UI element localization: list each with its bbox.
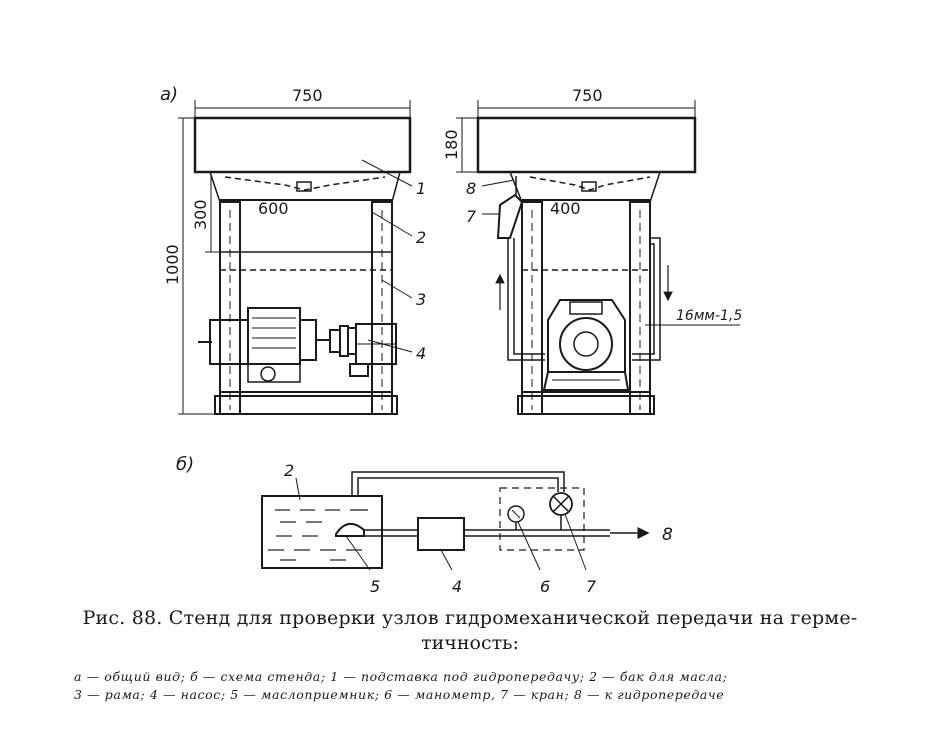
right-inner-dim: 400 bbox=[550, 199, 581, 218]
right-view: 750 180 400 8 7 bbox=[442, 86, 742, 415]
callout-1: 1 bbox=[416, 179, 426, 198]
scheme-label-4: 4 bbox=[452, 577, 462, 596]
oil-tank bbox=[261, 495, 383, 569]
figure-legend-line-2: 3 — рама; 4 — насос; 5 — маслоприемник; … bbox=[74, 687, 725, 702]
pipe-label: 16мм-1,5 bbox=[676, 308, 742, 324]
stand-top bbox=[193, 116, 412, 174]
figure-caption-title-cont: тичность: bbox=[421, 632, 519, 654]
left-view: a) 750 1000 300 600 bbox=[160, 84, 426, 415]
scheme-diagram: б) bbox=[176, 454, 673, 596]
figure-caption-title: Рис. 88. Стенд для проверки узлов гидром… bbox=[82, 607, 858, 629]
scheme-label-5: 5 bbox=[370, 577, 380, 596]
right-width-dim: 750 bbox=[572, 86, 603, 105]
panel-b-label: б) bbox=[176, 454, 194, 475]
right-tank-height-dim: 180 bbox=[442, 129, 461, 160]
scheme-label-7: 7 bbox=[586, 577, 597, 596]
figure-legend-line-1: a — общий вид; б — схема стенда; 1 — под… bbox=[74, 669, 728, 684]
pump-box bbox=[417, 517, 465, 551]
callout-2: 2 bbox=[416, 228, 426, 247]
callout-4: 4 bbox=[416, 344, 426, 363]
scheme-label-6: 6 bbox=[540, 577, 550, 596]
left-upper-dim: 300 bbox=[191, 199, 210, 230]
panel-a-label: a) bbox=[160, 84, 178, 105]
callout-3: 3 bbox=[416, 290, 426, 309]
scheme-label-2: 2 bbox=[284, 461, 294, 480]
left-width-dim: 750 bbox=[292, 86, 323, 105]
scheme-label-8: 8 bbox=[662, 525, 673, 545]
callout-7: 7 bbox=[466, 207, 477, 226]
callout-8: 8 bbox=[466, 179, 476, 198]
stand-top-side bbox=[476, 116, 697, 174]
left-height-dim: 1000 bbox=[163, 244, 182, 285]
left-inner-dim: 600 bbox=[258, 199, 289, 218]
oil-receiver bbox=[335, 523, 365, 537]
stand-drawing: a) 750 1000 300 600 bbox=[160, 84, 742, 596]
